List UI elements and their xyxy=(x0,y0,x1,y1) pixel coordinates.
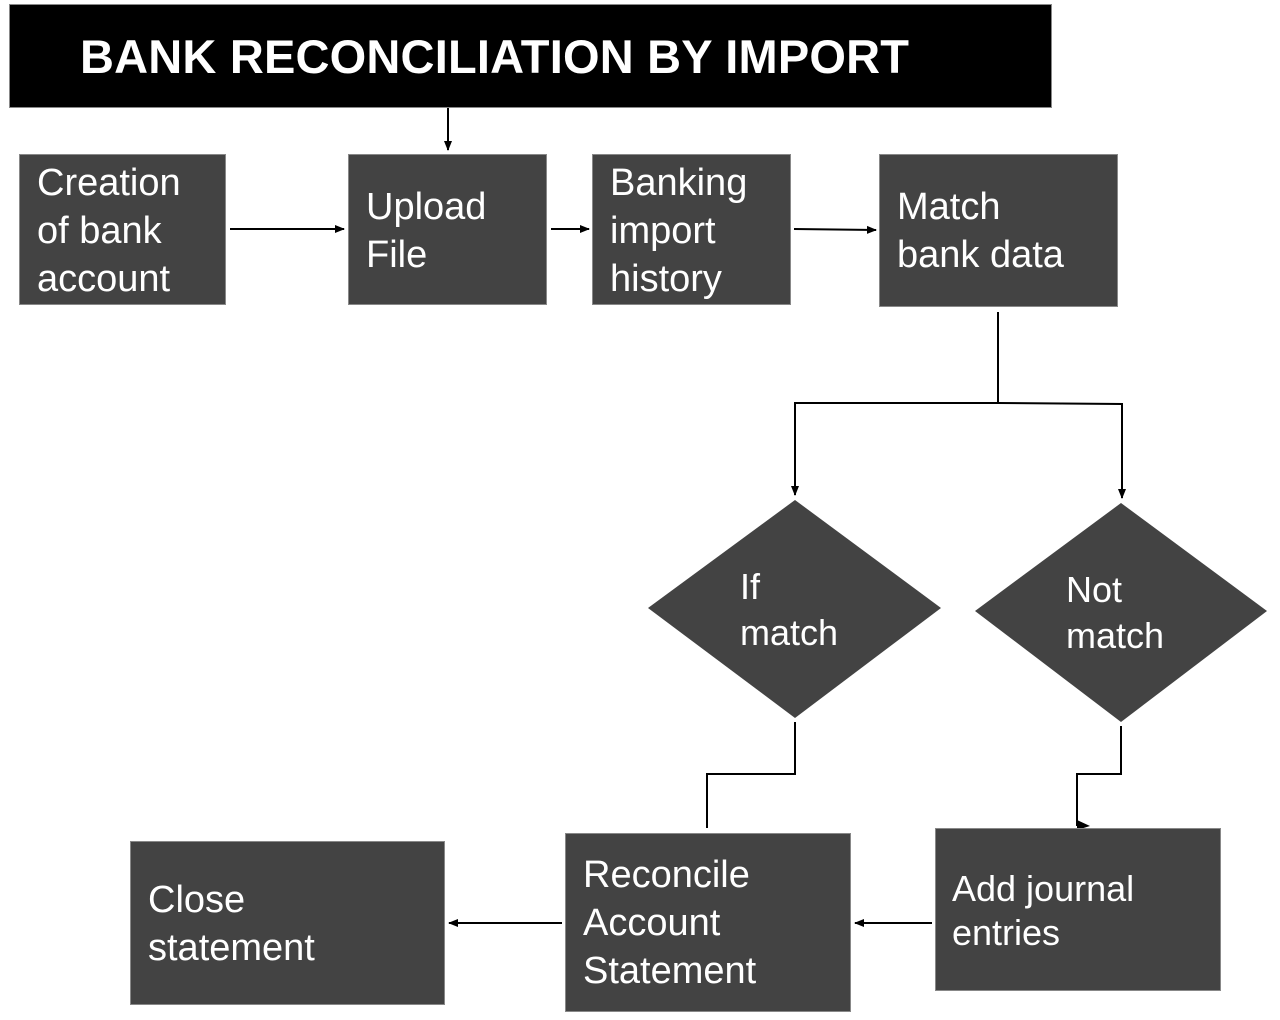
node-line: Account xyxy=(583,902,721,944)
node-line: Add journal xyxy=(952,868,1135,909)
node-banking-import-history: Banking import history xyxy=(592,154,791,305)
edge-match-to-not-match xyxy=(997,402,1126,499)
node-line: account xyxy=(37,258,171,300)
node-line: bank data xyxy=(897,234,1064,276)
node-line: Not xyxy=(1066,569,1123,610)
edge-not-match-to-journal xyxy=(1076,726,1122,826)
node-line: Statement xyxy=(583,950,757,992)
node-creation-of-bank-account: Creation of bank account xyxy=(19,154,226,305)
edge-match-split xyxy=(791,312,999,496)
node-close-statement: Close statement xyxy=(130,841,445,1005)
node-line: Match xyxy=(897,186,1001,228)
decision-not-match-shape xyxy=(975,503,1267,722)
node-line: If xyxy=(740,566,761,607)
node-add-journal-entries: Add journal entries xyxy=(935,828,1221,991)
diagram-title: BANK RECONCILIATION BY IMPORT xyxy=(80,30,910,83)
node-line: import xyxy=(610,210,716,252)
decision-if-match-label: If match xyxy=(740,564,838,656)
node-line: Banking xyxy=(610,162,748,204)
node-line: statement xyxy=(148,927,315,969)
node-line: history xyxy=(610,258,722,300)
title-bar: BANK RECONCILIATION BY IMPORT xyxy=(9,4,1052,108)
arrowhead-journal-entry xyxy=(1077,820,1090,830)
node-reconcile-account-statement: Reconcile Account Statement xyxy=(565,833,851,1012)
decision-if-match-shape xyxy=(648,500,941,718)
node-line: Creation xyxy=(37,162,181,204)
node-match-bank-data: Match bank data xyxy=(879,154,1118,307)
node-line: Reconcile xyxy=(583,854,750,896)
node-line: match xyxy=(1066,615,1165,656)
decision-not-match-label: Not match xyxy=(1066,567,1164,659)
node-line: match xyxy=(740,612,839,653)
node-line: of bank xyxy=(37,210,162,252)
edge-if-match-to-reconcile xyxy=(706,722,796,828)
edge-history-to-match xyxy=(793,225,877,234)
node-line: File xyxy=(366,234,428,276)
node-upload-file: Upload File xyxy=(348,154,547,305)
node-line: Upload xyxy=(366,186,487,228)
node-line: Close xyxy=(148,879,246,921)
node-line: entries xyxy=(952,912,1061,953)
